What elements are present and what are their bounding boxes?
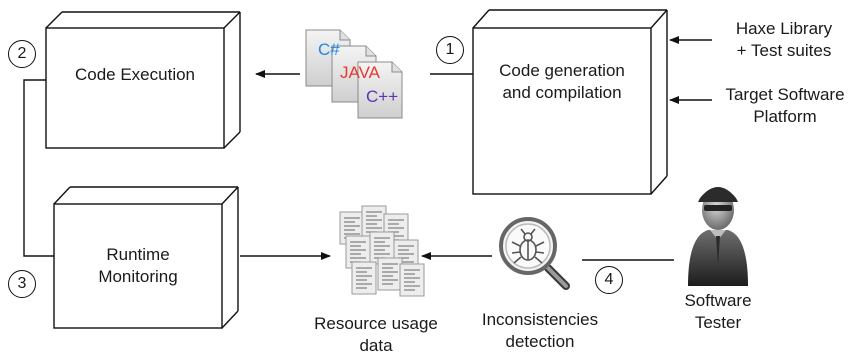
step-number-3: 3 xyxy=(8,270,36,298)
document-page xyxy=(351,261,377,295)
bug-magnifier-icon xyxy=(499,217,570,290)
resource-usage-label: Resource usage data xyxy=(314,314,438,355)
haxe-library-label: Haxe Library + Test suites xyxy=(735,19,833,60)
code-execution-label: Code Execution xyxy=(74,65,196,84)
language-label-cpp: C++ xyxy=(366,87,398,106)
language-label-java: JAVA xyxy=(340,63,381,82)
software-tester-icon xyxy=(688,187,748,286)
code-execution-box xyxy=(45,11,241,149)
software-tester-label: Software Tester xyxy=(684,291,752,332)
runtime-monitoring-box xyxy=(53,186,239,329)
step-number-2: 2 xyxy=(8,40,36,68)
document-stack-icon xyxy=(339,205,425,297)
code-generation-label: Code generation and compilation xyxy=(499,61,625,102)
document-page xyxy=(399,263,425,297)
step-number-1: 1 xyxy=(436,36,464,64)
document-page xyxy=(377,257,403,291)
step-number-4: 4 xyxy=(595,266,623,294)
execution-to-monitoring-connector xyxy=(23,79,54,257)
code-file-icon: C# JAVA C++ xyxy=(305,29,403,119)
inconsistencies-detection-label: Inconsistencies detection xyxy=(481,310,599,351)
language-label-csharp: C# xyxy=(318,40,340,59)
target-platform-label: Target Software Platform xyxy=(725,85,845,126)
runtime-monitoring-label: Runtime Monitoring xyxy=(98,245,178,286)
code-generation-box xyxy=(472,9,668,195)
